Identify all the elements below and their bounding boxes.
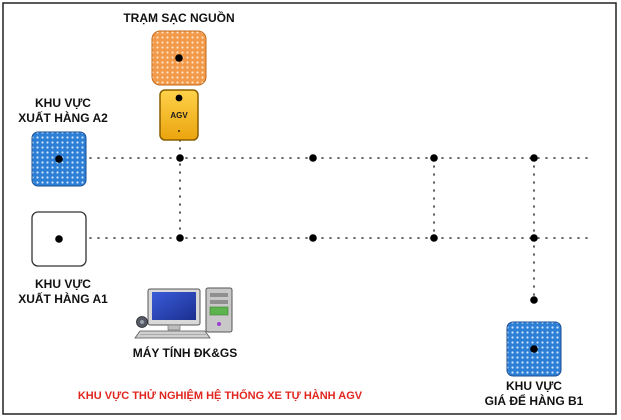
node [430,154,438,162]
agv-paths [89,99,591,301]
computer-label: MÁY TÍNH ĐK&GS [132,346,238,360]
node [176,154,184,162]
zone-b1-box [506,321,562,377]
node [309,154,317,162]
path-nodes [176,154,538,304]
charging-station [151,30,207,86]
zone-a2-box [31,131,87,187]
node [176,234,184,242]
charging-station-label: TRẠM SẠC NGUỒN [123,11,235,25]
node [309,234,317,242]
agv-label: AGV [170,111,188,120]
node [530,154,538,162]
node [530,296,538,304]
footer-title: KHU VỰC THỬ NGHIỆM HỆ THỐNG XE TỰ HÀNH A… [77,390,363,402]
zone-a2-label: KHU VỰC XUẤT HÀNG A2 [18,96,108,125]
computer-icon [134,287,233,339]
node [530,234,538,242]
agv-vehicle: AGV [159,89,199,141]
zone-a1-box [31,211,87,267]
zone-a1-label: KHU VỰC XUẤT HÀNG A1 [18,277,108,306]
diagram-border [2,2,617,415]
zone-b1-label: KHU VỰC GIÁ ĐỂ HÀNG B1 [484,379,584,408]
node [430,234,438,242]
